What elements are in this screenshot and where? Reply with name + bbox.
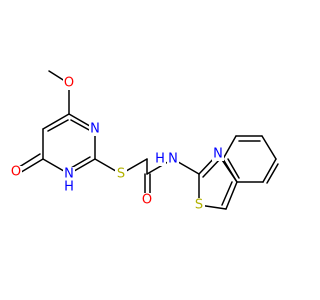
- bond-thz-c2-n3-b: [202, 157, 222, 178]
- methoxy-oxygen-label: O: [64, 76, 74, 91]
- thiazole-sulfur-label: S: [195, 198, 203, 213]
- bond-ph-1-inner: [266, 163, 279, 184]
- bond-ph-5: [222, 158, 238, 183]
- amide-nitrogen-label: N: [168, 152, 178, 167]
- bond-c5-c6: [42, 113, 70, 130]
- amide-hydrogen-label: H: [155, 152, 165, 167]
- amide-oxygen-label: O: [142, 193, 152, 208]
- bond-ph-5-inner: [227, 158, 240, 179]
- ring-nh-nitrogen-label: N: [64, 167, 74, 182]
- bond-thz-c4-c5-b: [221, 181, 233, 206]
- bond-ph-1: [262, 158, 277, 183]
- ring-nh-hydrogen-label: H: [64, 180, 74, 195]
- bond-c6-n1-inner: [70, 119, 92, 132]
- bond-thz-c4-c5-a: [225, 181, 238, 210]
- bond-ph-4: [222, 135, 237, 160]
- bond-layer: [15, 70, 279, 210]
- thioether-sulfur-label: S: [117, 167, 125, 182]
- structure-canvas: O O N H N S O N H N S: [10, 70, 279, 213]
- atom-label-layer: O O N H N S O N H N S: [10, 76, 224, 213]
- bond-c5-c6-inner: [47, 119, 69, 132]
- bond-ph-2: [261, 135, 277, 160]
- ketone-oxygen-label: O: [11, 165, 21, 180]
- bond-c2-n3-inner: [70, 156, 91, 169]
- bond-c4-o-a: [17, 158, 44, 175]
- molecule-structure: O O N H N S O N H N S: [10, 70, 279, 213]
- ring-nitrogen-label: N: [90, 122, 100, 137]
- thiazole-nitrogen-label: N: [213, 147, 223, 162]
